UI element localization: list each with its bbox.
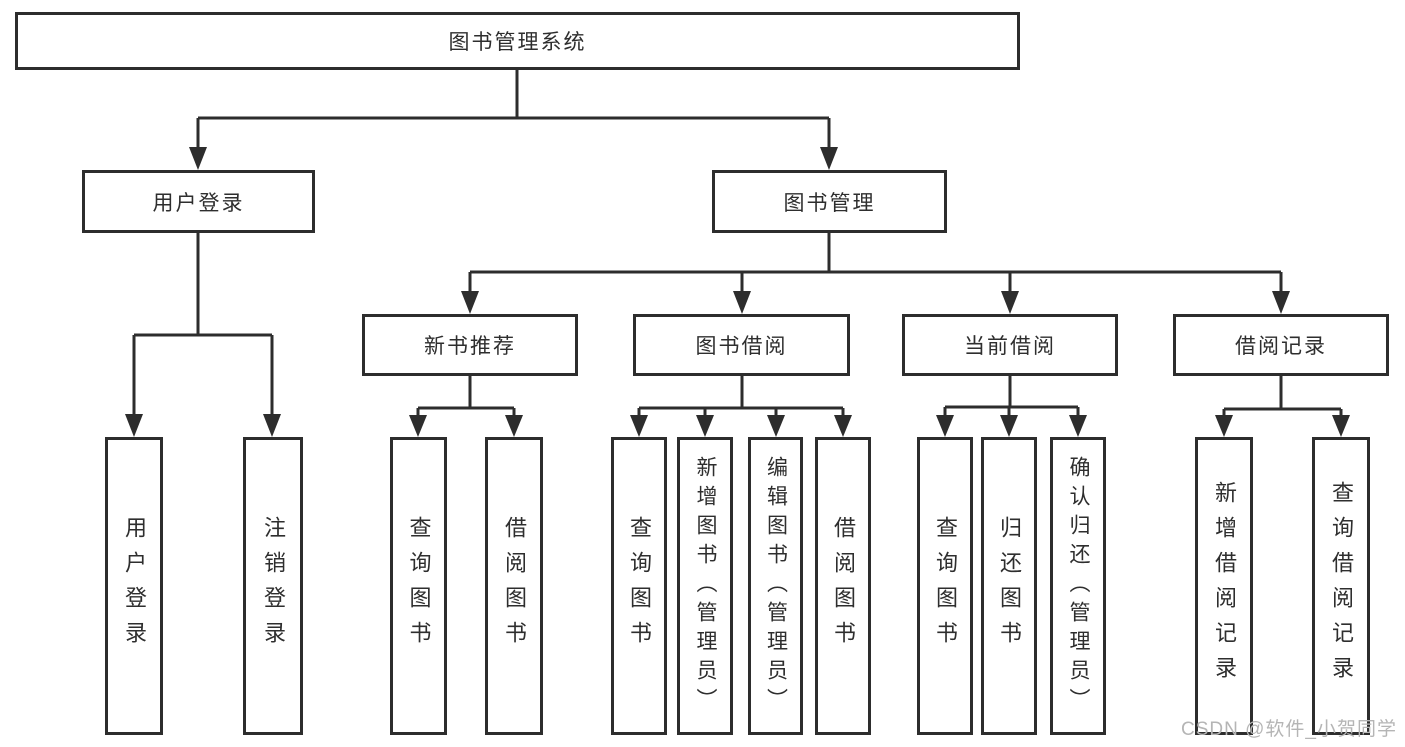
node-book-borrowing: 图书借阅 [633, 314, 850, 376]
node-label: 新增借阅记录 [1212, 481, 1237, 691]
leaf-query-books-borrow: 查询图书 [611, 437, 667, 735]
leaf-confirm-return-admin: 确认归还（管理员） [1050, 437, 1106, 735]
csdn-watermark: CSDN @软件_小贺同学 [1181, 719, 1397, 740]
node-current-borrowing: 当前借阅 [902, 314, 1118, 376]
node-label: 用户登录 [122, 516, 147, 656]
node-library-system: 图书管理系统 [15, 12, 1020, 70]
node-label: 查询借阅记录 [1329, 481, 1354, 691]
node-label: 确认归还（管理员） [1067, 455, 1090, 717]
node-borrowing-records: 借阅记录 [1173, 314, 1389, 376]
leaf-query-books-recommend: 查询图书 [390, 437, 447, 735]
node-user-login: 用户登录 [82, 170, 315, 233]
node-label: 注销登录 [261, 516, 286, 656]
node-label: 借阅图书 [502, 516, 527, 656]
node-label: 用户登录 [152, 191, 245, 215]
leaf-query-books-current: 查询图书 [917, 437, 973, 735]
leaf-query-borrow-record: 查询借阅记录 [1312, 437, 1370, 735]
node-label: 借阅记录 [1235, 335, 1327, 358]
leaf-add-book-admin: 新增图书（管理员） [677, 437, 733, 735]
leaf-borrow-books-recommend: 借阅图书 [485, 437, 543, 735]
node-label: 新书推荐 [424, 335, 516, 358]
leaf-return-books: 归还图书 [981, 437, 1037, 735]
node-label: 借阅图书 [831, 516, 856, 656]
node-label: 图书管理系统 [448, 31, 587, 54]
node-label: 查询图书 [627, 516, 652, 656]
node-label: 查询图书 [933, 516, 958, 656]
node-label: 图书管理 [783, 191, 876, 215]
leaf-logout: 注销登录 [243, 437, 303, 735]
node-label: 查询图书 [406, 516, 432, 656]
node-label: 当前借阅 [964, 335, 1056, 358]
node-label: 编辑图书（管理员） [764, 455, 788, 717]
node-book-management: 图书管理 [712, 170, 947, 233]
leaf-edit-book-admin: 编辑图书（管理员） [748, 437, 803, 735]
node-label: 图书借阅 [695, 335, 788, 358]
leaf-add-borrow-record: 新增借阅记录 [1195, 437, 1253, 735]
leaf-user-login: 用户登录 [105, 437, 163, 735]
node-new-book-recommendation: 新书推荐 [362, 314, 578, 376]
leaf-borrow-books: 借阅图书 [815, 437, 871, 735]
node-label: 新增图书（管理员） [694, 455, 717, 717]
node-label: 归还图书 [997, 516, 1022, 656]
